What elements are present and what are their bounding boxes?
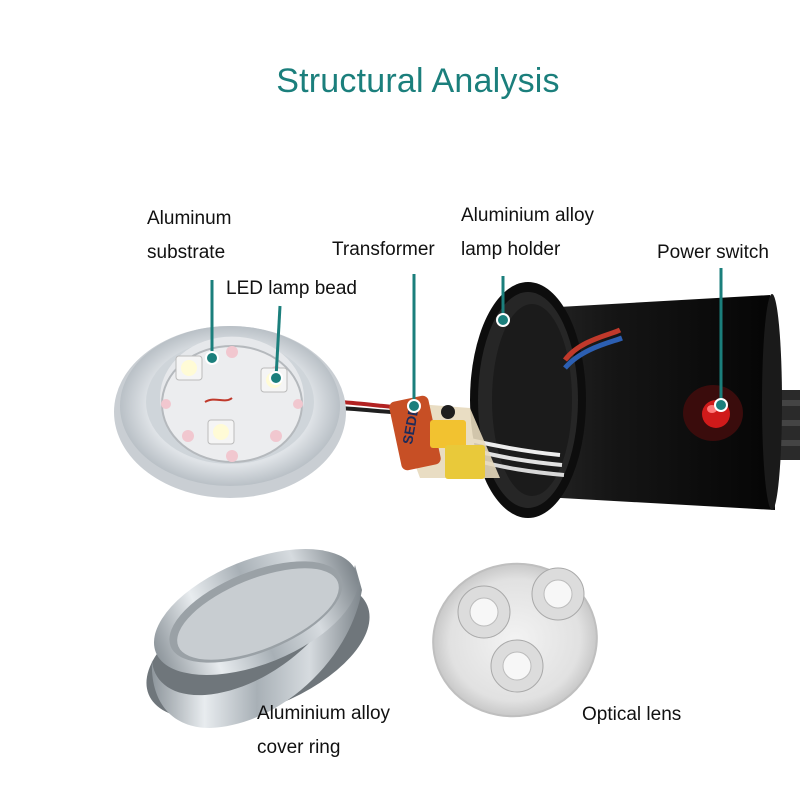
cover-ring	[146, 549, 370, 728]
label-line: Aluminium alloy	[461, 205, 595, 226]
led-module	[114, 326, 346, 498]
label-line: Aluminium alloy	[257, 703, 391, 724]
leader-dot	[496, 313, 510, 327]
leader-dots	[205, 313, 728, 413]
power-switch	[683, 385, 743, 441]
label-lamp-holder: Aluminium alloy lamp holder	[461, 199, 594, 267]
label-cover-ring: Aluminium alloy cover ring	[257, 697, 390, 765]
optical-lens	[432, 562, 598, 718]
leader-dot	[269, 371, 283, 385]
label-line: substrate	[147, 242, 226, 263]
leader-dot	[205, 351, 219, 365]
label-power-switch: Power switch	[657, 242, 769, 263]
led-bead	[207, 419, 235, 445]
label-transformer: Transformer	[332, 239, 435, 260]
label-aluminum-substrate: Aluminum substrate	[147, 202, 231, 270]
label-line: cover ring	[257, 737, 341, 758]
transformer: SEDE	[389, 395, 500, 479]
leader-dot	[714, 398, 728, 412]
pcb-marking: SEDE	[399, 405, 421, 445]
led-bead	[175, 355, 203, 381]
label-line: Aluminum	[147, 208, 232, 229]
label-led-lamp-bead: LED lamp bead	[226, 278, 357, 299]
leader-dot	[407, 399, 421, 413]
label-line: lamp holder	[461, 239, 561, 260]
leader-lines	[210, 268, 723, 406]
label-optical-lens: Optical lens	[582, 704, 682, 725]
lamp-holder	[470, 282, 782, 518]
page-title: Structural Analysis	[276, 62, 560, 100]
